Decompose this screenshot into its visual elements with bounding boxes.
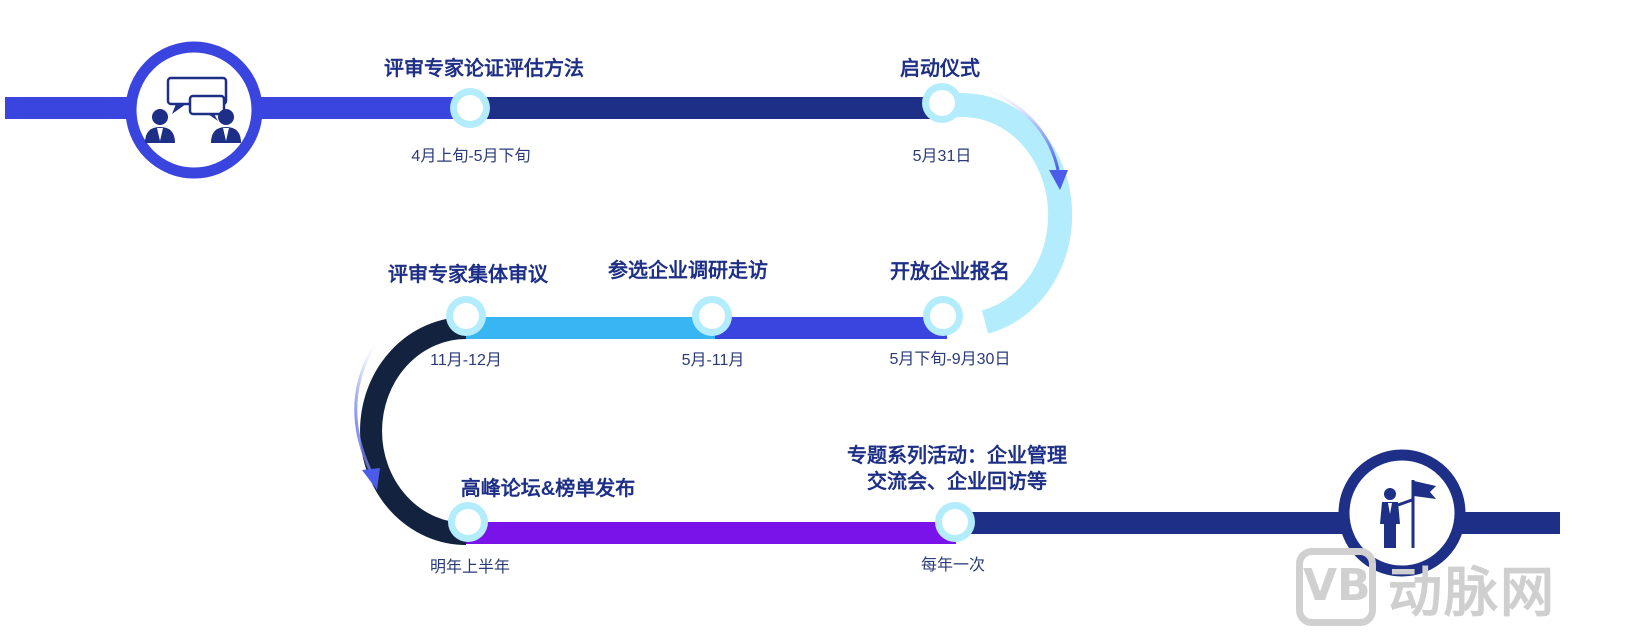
milestone-date: 5月31日: [912, 148, 972, 165]
milestone-title: 启动仪式: [900, 58, 980, 80]
track-curve-left: [360, 317, 467, 545]
milestone-title: 高峰论坛&榜单发布: [460, 478, 636, 500]
milestone-node: [692, 296, 732, 336]
milestone-node: [446, 296, 486, 336]
milestone-title: 评审专家论证评估方法: [384, 58, 584, 80]
arrow-right-icon: [974, 83, 1060, 171]
track-curve-right: [936, 93, 1073, 334]
track-row2-left: [465, 317, 715, 339]
businessman-flag-icon: [1338, 449, 1466, 577]
milestone-node: [450, 88, 490, 128]
milestone-date: 5月下旬-9月30日: [889, 351, 1011, 368]
milestone-date: 每年一次: [920, 557, 986, 574]
milestone-date: 4月上旬-5月下旬: [411, 148, 531, 165]
track-row3-left: [466, 522, 956, 544]
arrow-left-head: [362, 468, 380, 490]
milestone-title: 评审专家集体审议: [388, 264, 548, 286]
milestone-date: 11月-12月: [430, 352, 502, 369]
track-row1-right: [470, 97, 945, 119]
watermark-logo: VB: [1296, 548, 1376, 626]
arrow-right-head: [1049, 170, 1068, 190]
discussion-people-icon: [125, 41, 263, 179]
milestone-date: 5月-11月: [681, 352, 745, 369]
arrow-left-icon: [354, 339, 380, 471]
milestone-node: [935, 502, 975, 542]
track-row2-right: [712, 317, 947, 339]
track-row3-right: [955, 512, 1560, 534]
milestone-title: 专题系列活动：企业管理交流会、企业回访等: [847, 445, 1067, 493]
milestone-node: [448, 502, 488, 542]
milestone-date: 明年上半年: [429, 559, 511, 576]
milestone-title: 开放企业报名: [890, 261, 1010, 283]
watermark-text: 动脉网: [1388, 561, 1556, 624]
milestone-title: 参选企业调研走访: [608, 260, 768, 282]
milestone-node: [922, 83, 962, 123]
milestone-node: [923, 296, 963, 336]
